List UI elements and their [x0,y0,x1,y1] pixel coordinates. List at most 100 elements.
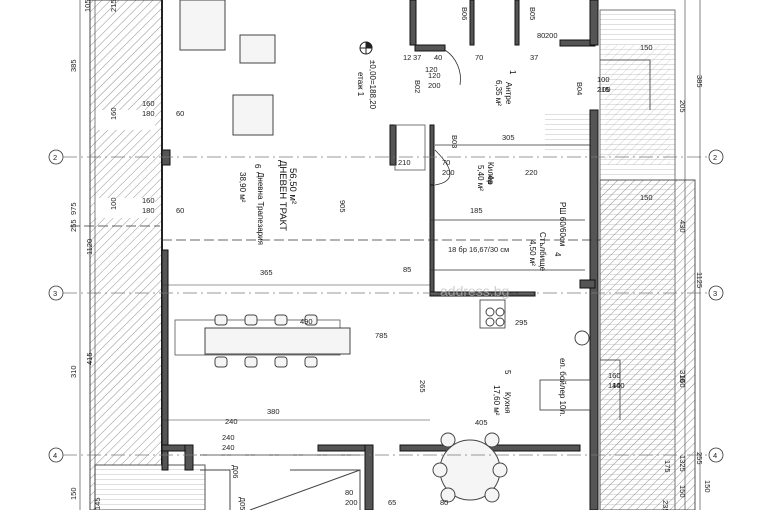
living-area: 38,90 м² [238,172,247,203]
dim-i28: 140 [608,381,621,390]
dim-i2: 185 [470,206,483,215]
watermark: address.bg [440,283,509,299]
hall-num: 1 [508,70,517,75]
dim-i45: 120 [425,65,438,74]
door-tag-d05: Д05 [238,497,247,510]
axis-label-left-4: 4 [53,451,57,460]
stair-num: 4 [553,252,562,257]
dim-i18: 265 [418,380,427,393]
dim-i3: 85 [403,265,411,274]
day-zone-title: ДНЕВЕН ТРАКТ [277,160,288,231]
dim-i5: 490 [300,317,313,326]
dim-l5: 100 [109,197,118,210]
dim-i40: 37 [530,53,538,62]
living-name: Дневна Трапезария [256,172,265,245]
dim-i27: 240 [222,443,235,452]
axis-bubbles [48,149,724,463]
dim-i30: 160 [142,99,155,108]
room-labels: ДНЕВЕН ТРАКТ 56,50 м² 6 Дневна Трапезари… [238,60,567,416]
kitchen-name: Кухня [503,392,512,413]
dim-i19: 905 [338,200,347,213]
dim-i37: 37 [413,53,421,62]
left-terrace [89,0,163,510]
dim-i34: 180 [142,206,155,215]
left-dimensions: 105 215 385 160 975 100 255 1120 415 310… [69,0,118,510]
dim-r2: 1125 [695,272,704,288]
dim-i16: 200 [442,168,455,177]
door-tag-v04: В04 [575,82,584,95]
dim-r5: 1325 [678,455,687,472]
dim-i32: 60 [176,109,184,118]
day-zone-num: 6 [253,164,262,169]
hall-area: 6,35 м² [494,80,503,106]
stair-area: 4,50 м² [528,240,537,266]
axis-label-left-2: 2 [53,153,57,162]
dim-i36: 12 [403,53,411,62]
dim-i41: 200 [545,31,558,40]
dim-r6: 205 [678,100,687,113]
dim-i17: 210 [398,158,411,167]
hall-name: Антре [504,82,513,105]
dim-r0: 385 [695,75,704,88]
axis-label-right-3: 3 [713,289,717,298]
door-tags: В06 В05 В02 В03 В04 Д06 Д05 [231,7,584,510]
dim-l3: 160 [109,107,118,120]
furniture [179,0,590,503]
dim-r1: 430 [678,220,687,233]
dim-r8: 150 [703,480,712,493]
door-tag-d06: Д06 [231,465,240,478]
dim-i44: 140 [612,381,625,390]
dim-i10: 240 [225,417,238,426]
right-dimensions: 385 430 1125 310 255 1325 205 160 150 15… [661,75,712,510]
dim-l4: 975 [69,202,78,215]
dim-l6: 255 [69,219,78,232]
dim-i14: 215 [597,85,610,94]
dim-i4: 365 [260,268,273,277]
day-zone-area: 56,50 м² [287,168,298,204]
dim-i33: 160 [142,196,155,205]
dim-i29: 160 [608,371,621,380]
level-elev: ±0,00=188,20 [368,60,377,110]
dim-l0: 105 [83,0,92,12]
axis-labels: 2 3 4 2 3 4 [53,153,717,460]
dim-r10: 175 [663,460,672,473]
dim-l8: 415 [85,352,94,365]
dim-l9: 310 [69,365,78,378]
door-tag-v05: В05 [528,7,537,20]
closet-area: 5,40 м² [476,165,485,191]
dim-r11: 235 [661,500,670,510]
dim-i43: 150 [640,193,653,202]
dim-i13: 100 [597,75,610,84]
closet-num: 4а [486,175,495,184]
dim-i48: 100 [598,85,611,94]
kitchen-area: 17,60 м² [492,385,501,416]
axis-label-right-2: 2 [713,153,717,162]
door-tag-v03: В03 [450,135,459,148]
boiler-label: ел. бойлер 10л. [558,358,567,416]
dim-r9: 150 [678,485,687,498]
right-terrace [545,9,696,510]
dim-i7: 785 [375,331,388,340]
dim-i42: 150 [640,43,653,52]
dim-l11: 145 [93,497,102,510]
dim-i6: 295 [515,318,528,327]
closet-name: Килер [486,162,495,185]
dim-i24: 65 [388,498,396,507]
door-tag-v06: В06 [460,7,469,20]
axis-label-right-4: 4 [713,451,717,460]
dim-i15: 70 [442,158,450,167]
level-floor: етаж 1 [356,72,365,97]
dim-l10: 150 [69,487,78,500]
dim-i35: 60 [176,206,184,215]
dim-r4: 255 [695,452,704,465]
dim-i47: 80 [440,498,448,507]
dim-r7: 160 [678,375,687,388]
stair-name: Стълбище [538,232,547,272]
kitchen-num: 5 [503,370,512,375]
dim-i21: 80 [345,488,353,497]
inner-lines [70,49,651,420]
level-marker-icon [359,41,373,55]
dim-l7: 1120 [85,239,94,255]
dim-l2: 385 [69,59,78,72]
